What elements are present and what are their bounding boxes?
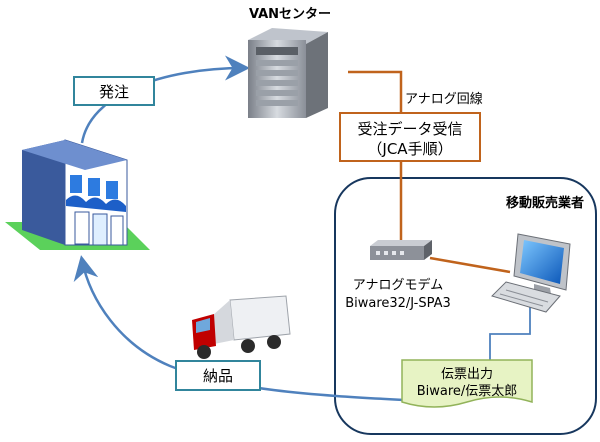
analog-line xyxy=(348,70,403,246)
store-building-icon xyxy=(5,139,150,250)
modem-label-line1: アナログモデム xyxy=(353,277,443,293)
analog-line-label: アナログ回線 xyxy=(405,91,483,107)
vendor-region xyxy=(334,177,597,435)
order-label-box xyxy=(73,76,155,106)
slip-label-line1: 伝票出力 xyxy=(441,367,493,382)
analog-modem-icon xyxy=(370,240,432,260)
modem-label-line2: Biware32/J-SPA3 xyxy=(345,296,451,311)
vendor-region-label: 移動販売業者 xyxy=(506,195,584,211)
delivery-label: 納品 xyxy=(203,367,233,385)
modem-to-computer-line xyxy=(429,256,511,274)
slip-document-shape xyxy=(401,359,533,408)
slip-label-line2: Biware/伝票太郎 xyxy=(417,384,518,399)
order-label: 発注 xyxy=(99,83,129,101)
delivery-label-box xyxy=(175,360,261,391)
server-tower-icon xyxy=(248,28,328,118)
desktop-computer-icon xyxy=(491,233,571,313)
receive-data-box xyxy=(339,112,481,162)
computer-to-slip-line xyxy=(489,300,531,360)
receive-box-line1: 受注データ受信 xyxy=(357,120,462,138)
van-center-label: VANセンター xyxy=(249,7,331,22)
receive-box-line2: （JCA手順） xyxy=(367,140,452,158)
delivery-truck-icon xyxy=(192,295,291,359)
